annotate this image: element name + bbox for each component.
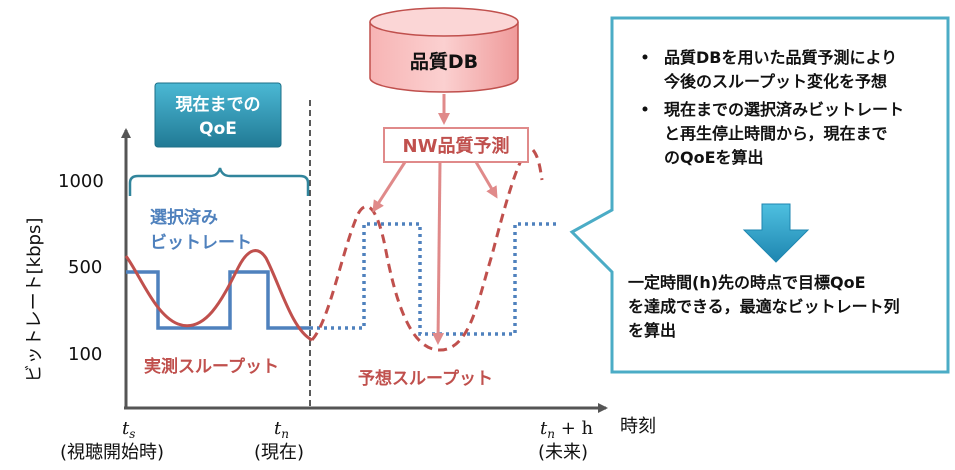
qoe-box-line1: 現在までの	[176, 94, 261, 115]
down-arrow-icon	[742, 203, 810, 263]
bullet-2-line1: 現在までの選択済みビットレート	[664, 100, 904, 119]
predicted-throughput-curve	[310, 148, 530, 352]
conclusion-line2: を達成できる，最適なビットレート列	[628, 297, 900, 316]
bullet-1-line1: 品質DBを用いた品質予測により	[664, 48, 897, 67]
bullet-dot-1	[642, 54, 648, 60]
t-s-note: (視聴開始時)	[60, 442, 164, 463]
actual-throughput-curve	[124, 249, 313, 342]
selected-bitrate-line2: ビットレート	[150, 233, 252, 253]
y-tick-100: 100	[68, 344, 102, 365]
planned-bitrate-step	[310, 222, 560, 336]
conclusion-line1: 一定時間(h)先の時点で目標QoE	[628, 273, 866, 292]
actual-throughput-label: 実測スループット	[144, 356, 279, 377]
qoe-box	[154, 82, 282, 148]
qoe-brace	[128, 167, 310, 196]
bullet-dot-2	[642, 106, 648, 112]
t-s-label: ts	[122, 418, 135, 441]
bullet-2-line3: のQoEを算出	[664, 148, 764, 167]
quality-db-cylinder	[369, 7, 519, 93]
predicted-throughput-label: 予想スループット	[358, 368, 493, 389]
t-nh-label: tn + h	[540, 418, 593, 441]
selected-bitrate-step	[126, 270, 310, 330]
quality-db-label: 品質DB	[410, 50, 478, 73]
t-nh-note: (未来)	[538, 442, 588, 463]
bullet-2-line2: と再生停止時間から，現在まで	[664, 124, 888, 143]
info-panel	[569, 16, 950, 374]
x-axis-label: 時刻	[620, 416, 656, 437]
t-n-note: (現在)	[254, 442, 304, 463]
y-tick-500: 500	[68, 257, 102, 278]
t-n-label: tn	[274, 418, 289, 441]
selected-bitrate-line1: 選択済み	[150, 207, 218, 228]
y-tick-1000: 1000	[58, 171, 104, 192]
bullet-1-line2: 今後のスループット変化を予想	[663, 72, 887, 91]
y-axis-label: ビットレート[kbps]	[24, 218, 45, 383]
nw-prediction-label: NW品質予測	[403, 135, 510, 157]
nw-prediction-box	[383, 127, 529, 163]
prediction-arrow-left	[372, 161, 407, 213]
prediction-arrow-right	[474, 161, 498, 199]
predicted-throughput-tail	[531, 149, 544, 181]
conclusion-line3: を算出	[628, 321, 676, 340]
prediction-arrow-middle	[432, 161, 445, 345]
qoe-box-line2: QoE	[199, 119, 237, 139]
